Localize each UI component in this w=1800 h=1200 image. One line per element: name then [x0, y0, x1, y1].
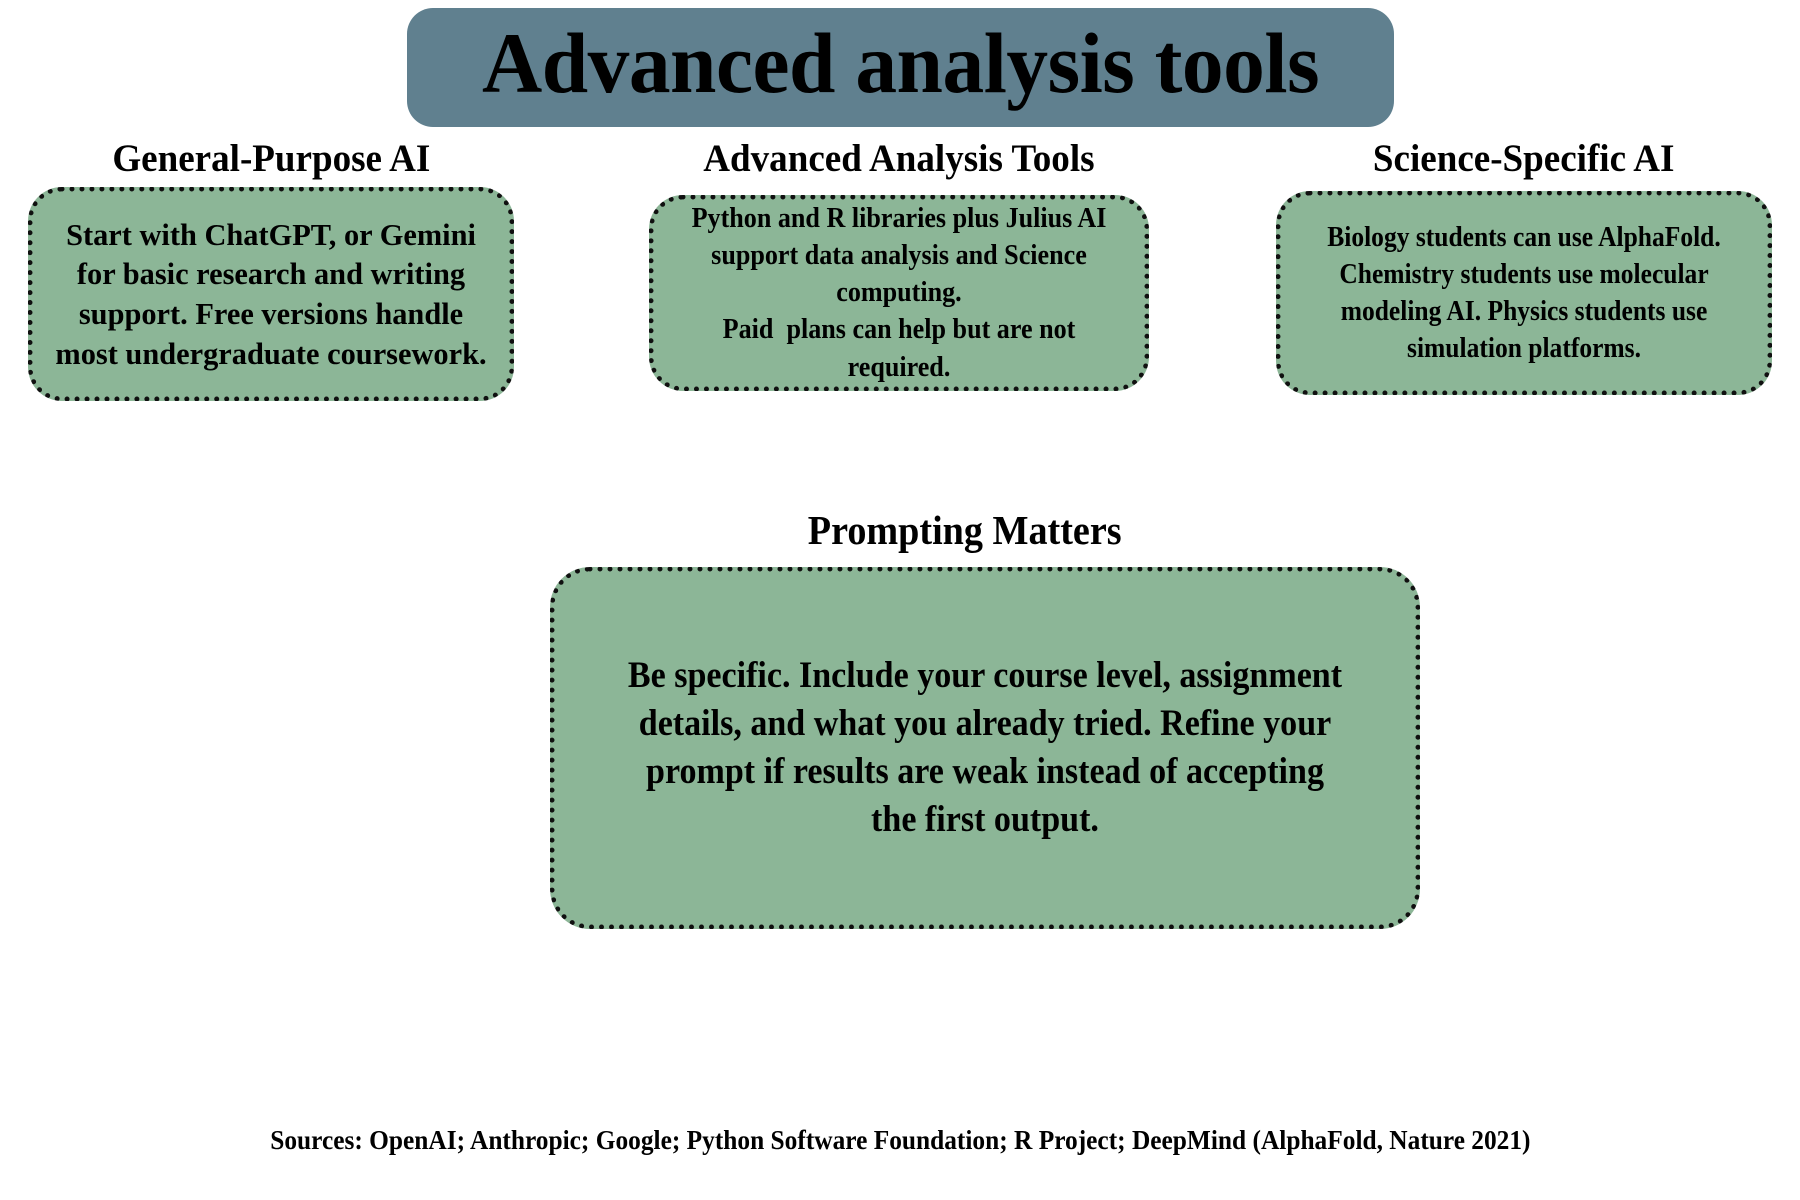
card-advanced-analysis-tools: Python and R libraries plus Julius AI su…: [649, 194, 1149, 391]
footer: Sources: OpenAI; Anthropic; Google; Pyth…: [0, 1125, 1800, 1156]
title-banner-wrapper: Advanced analysis tools: [0, 8, 1800, 128]
card-heading-prompting-matters: Prompting Matters: [808, 507, 1122, 553]
card-prompting-matters: Be specific. Include your course level, …: [550, 567, 1420, 930]
title-banner: Advanced analysis tools: [406, 8, 1394, 128]
card-body-science-specific-ai: Biology students can use AlphaFold. Chem…: [1327, 220, 1721, 364]
card-general-purpose-ai: Start with ChatGPT, or Gemini for basic …: [28, 186, 514, 401]
card-body-advanced-analysis-tools: Python and R libraries plus Julius AI su…: [691, 202, 1107, 383]
page-title: Advanced analysis tools: [481, 15, 1319, 111]
card-heading-advanced-analysis-tools: Advanced Analysis Tools: [703, 137, 1095, 180]
column-advanced-analysis-tools: Advanced Analysis Tools Python and R lib…: [649, 137, 1149, 391]
card-heading-science-specific-ai: Science-Specific AI: [1373, 137, 1675, 180]
card-row: General-Purpose AI Start with ChatGPT, o…: [0, 137, 1800, 401]
column-science-specific-ai: Science-Specific AI Biology students can…: [1276, 137, 1772, 395]
column-general-purpose-ai: General-Purpose AI Start with ChatGPT, o…: [28, 137, 514, 401]
sources-text: Sources: OpenAI; Anthropic; Google; Pyth…: [269, 1125, 1531, 1155]
card-body-general-purpose-ai: Start with ChatGPT, or Gemini for basic …: [55, 216, 487, 371]
card-body-prompting-matters: Be specific. Include your course level, …: [627, 654, 1343, 841]
card-heading-general-purpose-ai: General-Purpose AI: [112, 137, 430, 180]
prompting-section: Prompting Matters Be specific. Include y…: [0, 507, 1800, 930]
card-science-specific-ai: Biology students can use AlphaFold. Chem…: [1276, 190, 1772, 395]
